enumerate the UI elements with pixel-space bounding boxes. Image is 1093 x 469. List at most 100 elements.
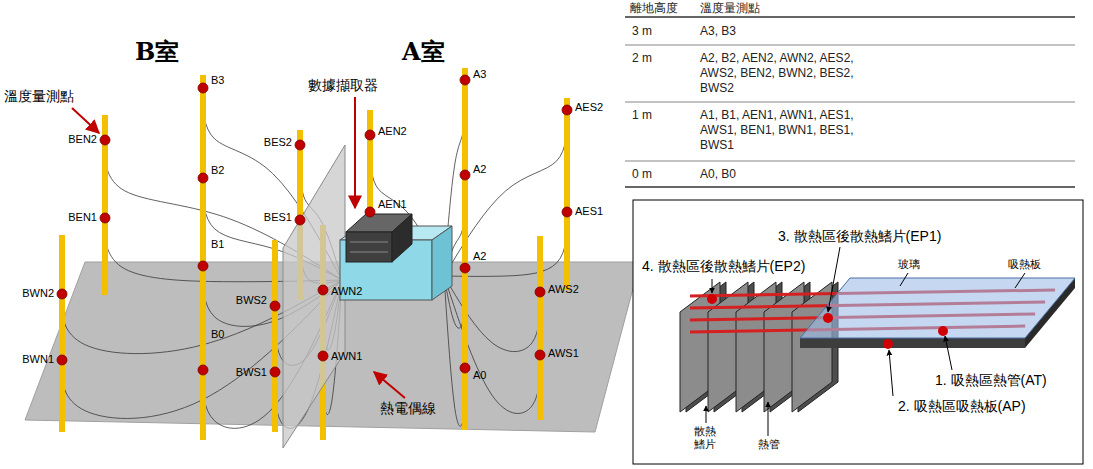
inset-leader: [945, 336, 952, 370]
point-label: BES2: [264, 136, 292, 149]
point-label: BEN2: [68, 133, 97, 146]
callout-arrow: [72, 97, 405, 398]
table-rules: [625, 17, 1075, 187]
table-cell: 1 m: [632, 108, 652, 123]
table-cell: 3 m: [632, 24, 652, 39]
point-label: B1: [211, 238, 224, 251]
point-label: B0: [211, 328, 224, 341]
measurement-point: [535, 287, 545, 297]
point-label: A3: [473, 68, 486, 81]
measurement-point: [100, 135, 110, 145]
point-label: AWN1: [331, 350, 362, 363]
table-header: 離地高度: [630, 1, 678, 16]
inset-leader: [828, 247, 840, 312]
measurement-point: [365, 207, 375, 217]
thermocouple-wire: [444, 276, 465, 426]
inset-leader: [768, 402, 769, 436]
point-label: B2: [211, 164, 224, 177]
inset-measurement-point: [883, 339, 893, 349]
measurement-point: [460, 363, 470, 373]
inset-measurement-point: [707, 294, 948, 349]
callout-arrow: [354, 97, 356, 208]
point-label: A0: [473, 369, 486, 382]
callout-arrow: [374, 372, 405, 398]
table-cell: A1, B1, AEN1, AWN1, AES1, AWS1, BEN1, BW…: [700, 108, 868, 153]
measurement-point: [57, 75, 572, 377]
point-label: BWS1: [236, 366, 267, 379]
part-label: 散熱 鰭片: [694, 425, 718, 451]
part-label: 熱管: [758, 438, 780, 451]
measurement-point: [535, 350, 545, 360]
table-cell: 0 m: [632, 167, 652, 182]
measurement-point: [318, 351, 328, 361]
measurement-point: [198, 83, 208, 93]
callout-number: 4. 散熱區後散熱鰭片(EP2): [642, 258, 805, 275]
measurement-point: [295, 215, 305, 225]
table-cell: A3, B3: [700, 24, 736, 39]
part-label: 玻璃: [898, 258, 920, 271]
table-cell: 2 m: [632, 51, 652, 66]
thermocouple-wire: [444, 276, 540, 413]
measurement-point: [318, 285, 328, 295]
point-label: AEN1: [378, 198, 407, 211]
measurement-pole: [59, 235, 65, 432]
measurement-pole: [564, 98, 570, 290]
collector-panel: [800, 338, 1025, 348]
point-label: BEN1: [68, 211, 97, 224]
callout-label: 熱電偶線: [380, 400, 436, 417]
point-label: AWN2: [331, 285, 362, 298]
measurement-point: [270, 301, 280, 311]
point-label: AEN2: [378, 125, 407, 138]
measurement-point: [270, 367, 280, 377]
callout-number: 1. 吸熱區熱管(AT): [935, 372, 1047, 389]
callout-arrow: [72, 108, 99, 133]
inset-leader: [900, 273, 908, 286]
point-label: BWN2: [22, 287, 54, 300]
room-name: A室: [402, 38, 445, 66]
table-cell: A2, B2, AEN2, AWN2, AES2, AWS2, BEN2, BW…: [700, 51, 868, 96]
inset-frame: [633, 200, 1083, 464]
point-label: A2: [473, 163, 486, 176]
collector-panel: [800, 278, 1075, 348]
table-rules: [625, 102, 1075, 103]
callout-number: 2. 吸熱區吸熱板(AP): [898, 398, 1026, 415]
table-rules: [625, 45, 1075, 46]
measurement-point: [460, 263, 470, 273]
inset-leader: [706, 247, 1025, 436]
inset-leader: [889, 350, 893, 396]
room-name: B室: [135, 38, 179, 66]
inset-leader: [706, 406, 707, 423]
measurement-pole: [462, 68, 468, 430]
inset-leader: [712, 279, 713, 293]
point-label: AES2: [575, 101, 603, 114]
data-logger: [346, 232, 392, 262]
collector-panel: [800, 278, 1075, 338]
table-rules: [625, 161, 1075, 162]
data-logger: [350, 242, 388, 243]
measurement-point: [198, 261, 208, 271]
measurement-point: [198, 173, 208, 183]
point-label: AWS2: [548, 283, 579, 296]
callout-number: 3. 散熱區後散熱鰭片(EP1): [778, 228, 941, 245]
measurement-point: [562, 207, 572, 217]
inset-measurement-point: [938, 326, 948, 336]
point-label: BWS2: [236, 294, 267, 307]
measurement-point: [57, 355, 67, 365]
point-label: A2: [473, 250, 486, 263]
point-label: AES1: [575, 205, 603, 218]
thermocouple-wire: [444, 276, 540, 352]
measurement-point: [460, 75, 470, 85]
measurement-point: [460, 170, 470, 180]
inset-frame: [633, 200, 1083, 464]
measurement-pole: [272, 240, 278, 432]
point-label: BWN1: [22, 353, 54, 366]
table-cell: A0, B0: [700, 167, 736, 182]
callout-label: 數據擷取器: [308, 77, 378, 94]
measurement-point: [365, 130, 375, 140]
callout-label: 溫度量測點: [4, 88, 74, 105]
data-logger: [350, 252, 388, 253]
part-label: 吸熱板: [1008, 258, 1041, 271]
table-rules: [625, 16, 1075, 18]
data-logger: [392, 214, 412, 262]
